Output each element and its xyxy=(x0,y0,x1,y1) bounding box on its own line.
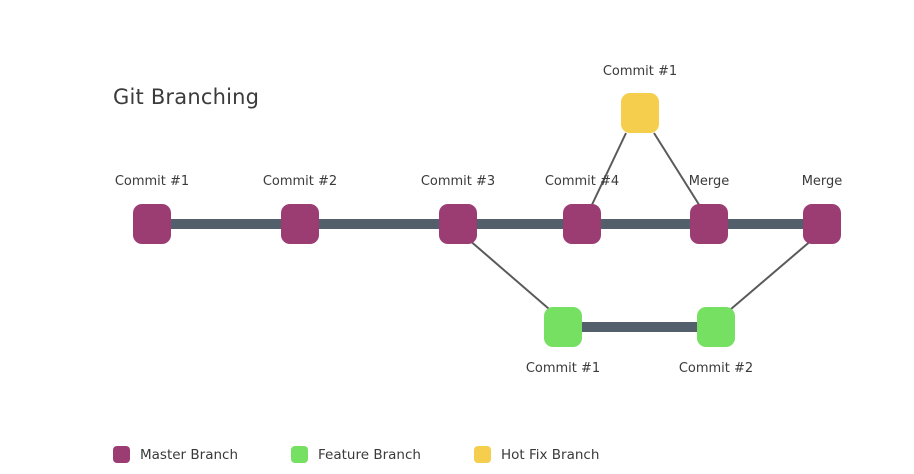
label-master-merge-1: Merge xyxy=(688,174,730,189)
label-master-commit-2: Commit #2 xyxy=(262,174,338,189)
label-hotfix-commit-1: Commit #1 xyxy=(602,64,678,79)
label-master-merge-2: Merge xyxy=(801,174,843,189)
node-master-merge-2[interactable] xyxy=(803,204,841,244)
legend-swatch-hotfix-icon xyxy=(473,446,491,463)
label-feature-commit-2: Commit #2 xyxy=(678,361,754,376)
legend-item-master: Master Branch xyxy=(113,446,238,463)
edge-branch-to-feature xyxy=(467,238,557,316)
legend-swatch-master-icon xyxy=(113,446,130,463)
node-master-commit-1[interactable] xyxy=(133,204,171,244)
label-master-commit-3: Commit #3 xyxy=(420,174,496,189)
legend: Master Branch Feature Branch Hot Fix Bra… xyxy=(113,446,652,463)
node-master-commit-2[interactable] xyxy=(281,204,319,244)
page-title: Git Branching xyxy=(113,85,260,109)
node-hotfix-commit-1[interactable] xyxy=(621,93,659,133)
label-master-commit-1: Commit #1 xyxy=(114,174,190,189)
legend-swatch-feature-icon xyxy=(291,446,309,463)
legend-label-feature: Feature Branch xyxy=(318,446,421,463)
node-feature-commit-2[interactable] xyxy=(697,307,735,347)
label-feature-commit-1: Commit #1 xyxy=(525,361,601,376)
legend-label-hotfix: Hot Fix Branch xyxy=(500,446,600,463)
legend-label-master: Master Branch xyxy=(140,446,239,463)
node-master-merge-1[interactable] xyxy=(690,204,728,244)
node-master-commit-3[interactable] xyxy=(439,204,477,244)
edge-hotfix-to-merge xyxy=(653,132,704,212)
legend-item-feature: Feature Branch xyxy=(291,446,421,463)
edge-commit4-to-hotfix xyxy=(588,132,627,212)
label-master-commit-4: Commit #4 xyxy=(544,174,620,189)
edge-feature-to-merge xyxy=(723,238,814,316)
node-master-commit-4[interactable] xyxy=(563,204,601,244)
legend-item-hotfix: Hot Fix Branch xyxy=(473,446,600,463)
node-feature-commit-1[interactable] xyxy=(544,307,582,347)
